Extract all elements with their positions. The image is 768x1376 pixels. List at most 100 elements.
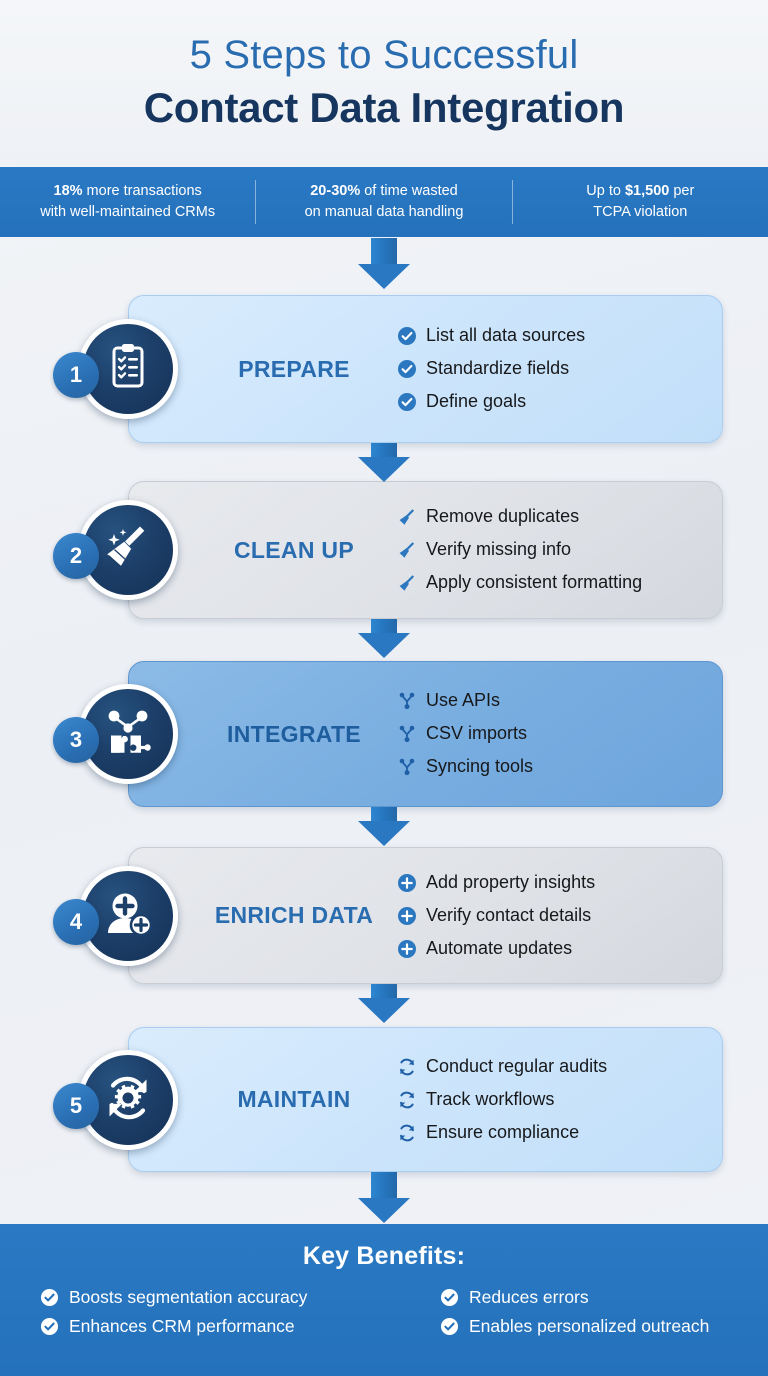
arrow-head [358,998,410,1023]
step-3-bullet-3: Syncing tools [397,751,722,784]
step-3-bullets: Use APIs CSV imports Syncing tools [389,685,722,784]
stat-2-subtext: on manual data handling [304,204,464,220]
key-benefits-title: Key Benefits: [302,1242,466,1270]
step-4-bullet-2: Verify contact details [397,899,722,932]
step-4-medallion: 4 [53,866,178,966]
network-puzzle-icon [100,704,156,765]
step-1-bullets: List all data sources Standardize fields… [389,320,722,419]
benefit-item-1-text: Boosts segmentation accuracy [69,1287,308,1307]
check-circle-icon [40,1288,59,1307]
plus-circle-icon [397,873,417,893]
flow-arrow-2 [352,619,416,658]
stat-3-value: $1,500 [624,183,670,200]
stat-2-text: of time wasted [360,183,458,200]
step-5-medallion: 5 [53,1050,178,1150]
step-4-bullet-2-text: Verify contact details [426,904,592,925]
stat-1-subtext: with well-maintained CRMs [40,204,216,220]
broom-icon [397,540,417,560]
arrow-shaft [371,443,397,457]
step-card-4[interactable]: ENRICH DATA Add property insights Verify… [128,847,723,984]
arrow-head [358,633,410,658]
step-3-bullet-2: CSV imports [397,718,722,751]
step-5-bullet-2: Track workflows [397,1083,722,1116]
user-plus-icon [100,886,156,947]
key-benefits-footer: Key Benefits: Boosts segmentation accura… [0,1224,768,1376]
step-4-bullet-3: Automate updates [397,932,722,965]
arrow-shaft [371,619,397,633]
step-3-bullet-1-text: Use APIs [426,690,501,711]
benefit-item-1: Boosts segmentation accuracy [40,1287,440,1308]
stat-1-value: 18% [53,183,83,200]
step-5-bullets: Conduct regular audits Track workflows E… [389,1050,722,1149]
node-network-icon [397,691,417,711]
stat-3-prefix: Up to [586,183,625,200]
node-network-icon [397,757,417,777]
step-3-bullet-2-text: CSV imports [426,723,528,744]
stat-item-3: Up to $1,500 per TCPA violation [513,181,768,222]
stat-3-text: per [669,183,695,200]
arrow-shaft [371,1172,397,1198]
step-5-bullet-1-text: Conduct regular audits [426,1055,608,1076]
check-circle-icon [397,326,417,346]
step-3-medallion: 3 [53,684,178,784]
step-5-bullet-2-text: Track workflows [426,1088,555,1109]
step-2-label: CLEAN UP [234,536,354,563]
stat-item-1: 18% more transactions with well-maintain… [0,181,255,222]
step-2-bullet-3: Apply consistent formatting [397,567,722,600]
gear-refresh-icon [100,1070,156,1131]
step-1-label: PREPARE [238,355,350,382]
page-title-line2: Contact Data Integration [143,84,625,132]
step-4-bullet-1-text: Add property insights [426,871,596,892]
stat-2-value: 20-30% [310,183,361,200]
step-5-bullet-3-text: Ensure compliance [426,1121,580,1142]
benefit-item-2: Reduces errors [440,1287,768,1308]
plus-circle-icon [397,906,417,926]
clipboard-checklist-icon [101,340,155,399]
check-circle-icon [397,392,417,412]
header: 5 Steps to Successful Contact Data Integ… [0,0,768,165]
step-card-2[interactable]: CLEAN UP Remove duplicates Verify missin… [128,481,723,619]
check-circle-icon [397,359,417,379]
step-1-bullet-3-text: Define goals [426,391,527,412]
flow-arrow-0 [352,238,416,289]
step-3-label: INTEGRATE [227,720,361,747]
page-title-line1: 5 Steps to Successful [189,33,579,78]
step-2-bullet-2-text: Verify missing info [426,539,572,560]
stats-divider-1 [255,180,257,224]
step-card-3[interactable]: INTEGRATE Use APIs CSV imports [128,661,723,807]
arrow-head [358,1198,410,1223]
step-4-bullet-1: Add property insights [397,866,722,899]
benefit-item-4: Enables personalized outreach [440,1316,768,1337]
step-2-medallion: 2 [53,500,178,600]
arrow-head [358,457,410,482]
step-card-5[interactable]: MAINTAIN Conduct regular audits Track wo… [128,1027,723,1172]
refresh-icon [397,1090,417,1110]
step-1-bullet-3: Define goals [397,386,722,419]
arrow-shaft [371,984,397,998]
node-network-icon [397,724,417,744]
step-2-number-badge: 2 [53,533,99,579]
flow-arrow-5 [352,1172,416,1223]
step-card-1[interactable]: PREPARE List all data sources Standardiz… [128,295,723,443]
step-1-bullet-2-text: Standardize fields [426,358,570,379]
step-4-bullets: Add property insights Verify contact det… [389,866,722,965]
benefit-item-3-text: Enhances CRM performance [69,1316,295,1336]
key-benefits-list: Boosts segmentation accuracy Reduces err… [0,1287,768,1337]
step-3-number-badge: 3 [53,717,99,763]
benefit-item-2-text: Reduces errors [469,1287,589,1307]
step-1-bullet-1-text: List all data sources [426,325,586,346]
benefit-item-4-text: Enables personalized outreach [469,1316,710,1336]
step-1-bullet-2: Standardize fields [397,353,722,386]
flow-arrow-3 [352,807,416,846]
stats-bar: 18% more transactions with well-maintain… [0,167,768,237]
step-4-bullet-3-text: Automate updates [426,937,573,958]
check-circle-icon [440,1317,459,1336]
step-1-number-badge: 1 [53,352,99,398]
refresh-icon [397,1123,417,1143]
benefit-item-3: Enhances CRM performance [40,1316,440,1337]
arrow-shaft [371,807,397,821]
stat-1-text: more transactions [82,183,202,200]
step-5-label: MAINTAIN [237,1086,351,1112]
stats-divider-2 [511,180,513,224]
